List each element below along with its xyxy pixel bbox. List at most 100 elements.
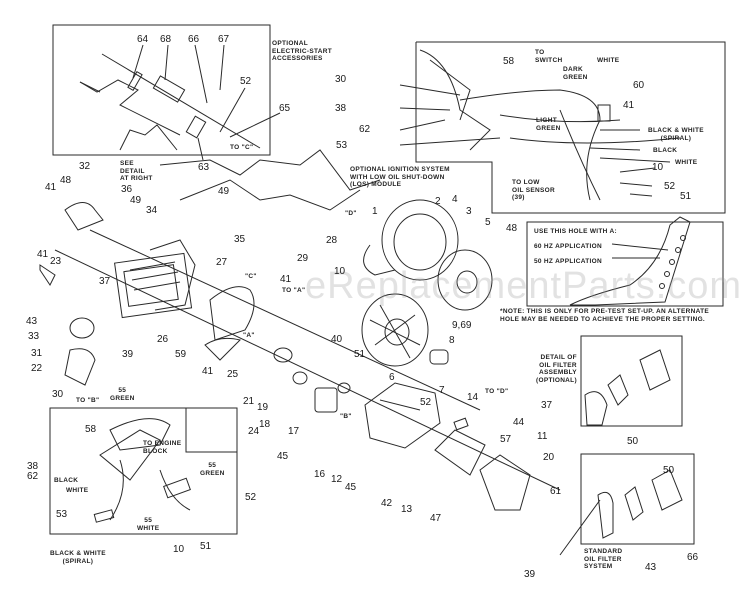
ref-b-label: "B" [340,413,352,420]
callout: 12 [331,474,343,485]
callout: 52 [245,492,257,503]
light-green-label: LIGHT GREEN [536,117,561,132]
to-a-label: TO "A" [282,287,306,294]
oil-filter-detail-inset [580,335,683,427]
hole-heading: USE THIS HOLE WITH A: [534,228,617,235]
callout: 41 [623,100,635,111]
callout: 28 [326,235,338,246]
callout: 37 [99,276,111,287]
ignition-caption: OPTIONAL IGNITION SYSTEM WITH LOW OIL SH… [350,166,450,188]
callout: 40 [331,334,343,345]
bw-spiral-label: BLACK & WHITE (SPIRAL) [648,127,704,142]
watermark: eReplacementParts.com [305,265,743,307]
callout: 66 [188,34,200,45]
callout: 33 [28,331,40,342]
callout: 8 [449,335,455,346]
callout: 26 [157,334,169,345]
callout: 58 [85,424,97,435]
to-switch-label: TO SWITCH [535,49,563,64]
callout: 23 [50,256,62,267]
callout: 17 [288,426,300,437]
callout: 27 [216,257,228,268]
callout: 59 [175,349,187,360]
callout: 58 [503,56,515,67]
callout: 9,69 [452,320,472,331]
callout: 25 [227,369,239,380]
callout: 48 [506,223,518,234]
callout: 51 [680,191,692,202]
callout: 49 [130,195,142,206]
callout: 62 [27,471,39,482]
ref-a-label: "A" [243,332,255,339]
callout: 11 [537,431,548,442]
wiring-detail-inset [49,407,238,535]
callout: 3 [466,206,472,217]
callout: 36 [121,184,133,195]
callout: 45 [277,451,289,462]
callout: 47 [430,513,442,524]
callout: 39 [524,569,536,580]
wiring-bw-spiral-label: BLACK & WHITE (SPIRAL) [50,550,106,565]
callout: 34 [146,205,158,216]
callout: 64 [137,34,149,45]
callout: 32 [79,161,91,172]
callout: 66 [687,552,699,563]
callout: 13 [401,504,413,515]
callout: 41 [280,274,292,285]
callout: 43 [645,562,657,573]
recoil-starter [437,249,493,311]
callout: 61 [550,486,562,497]
oil-filter-detail-caption: DETAIL OF OIL FILTER ASSEMBLY (OPTIONAL) [536,354,577,384]
callout: 53 [336,140,348,151]
green-label-right: 55 GREEN [200,462,225,477]
callout: 52 [240,76,252,87]
callout: 6 [389,372,395,383]
flywheel [361,293,449,367]
to-engine-block-label: TO ENGINE BLOCK [143,440,182,455]
callout: 20 [543,452,555,463]
callout: 52 [664,181,676,192]
air-cleaner-base [364,382,441,449]
callout: 35 [234,234,246,245]
see-detail-label: SEE DETAIL AT RIGHT [120,160,153,182]
standard-oil-filter-caption: STANDARD OIL FILTER SYSTEM [584,548,623,570]
callout: 10 [652,162,664,173]
hz60-label: 60 Hz APPLICATION [534,243,602,250]
dark-green-label: DARK GREEN [563,66,588,81]
callout: 57 [500,434,512,445]
ignition-inset [415,41,726,214]
callout: 41 [37,249,49,260]
black-label: BLACK [653,147,678,154]
callout: 30 [52,389,64,400]
callout: 38 [335,103,347,114]
callout: 50 [663,465,675,476]
to-b-label: TO "B" [76,397,100,404]
callout: 10 [334,266,346,277]
callout: 5 [485,217,491,228]
callout: 45 [345,482,357,493]
to-low-oil-label: TO LOW OIL SENSOR (39) [512,179,555,201]
callout: 49 [218,186,230,197]
callout: 18 [259,419,271,430]
callout: 42 [381,498,393,509]
callout: 22 [31,363,43,374]
callout: 63 [198,162,210,173]
engine-block [114,239,196,319]
callout: 10 [173,544,185,555]
callout: 51 [354,349,366,360]
hole-note-inset [526,221,724,307]
callout: 31 [31,348,43,359]
callout: 53 [56,509,68,520]
callout: 67 [218,34,230,45]
callout: 44 [513,417,525,428]
callout: 2 [435,196,441,207]
callout: 7 [439,385,445,396]
callout: 19 [257,402,269,413]
callout: 60 [633,80,645,91]
to-d-label: TO "D" [485,388,509,395]
callout: 14 [467,392,479,403]
callout: 37 [541,400,553,411]
green-label-top: 55 GREEN [110,387,135,402]
callout: 41 [202,366,214,377]
